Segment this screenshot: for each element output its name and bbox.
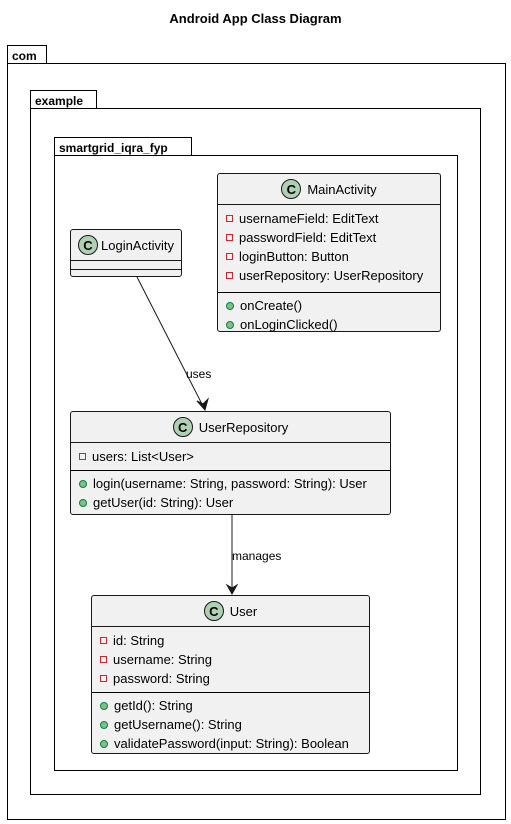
field: usernameField: EditText <box>218 209 440 228</box>
class-name: LoginActivity <box>101 237 174 253</box>
class-main-activity[interactable]: C MainActivity usernameField: EditText p… <box>217 173 441 332</box>
manages-arrowhead <box>225 583 239 596</box>
public-visibility-icon <box>226 320 234 329</box>
class-name: User <box>229 603 258 619</box>
method: login(username: String, password: String… <box>71 474 390 493</box>
private-visibility-icon <box>100 637 107 644</box>
field: users: List<User> <box>71 447 390 466</box>
class-user[interactable]: C User id: String username: String passw… <box>91 595 370 754</box>
uses-edge <box>136 276 206 411</box>
method: getUser(id: String): User <box>71 493 390 512</box>
field: loginButton: Button <box>218 247 440 266</box>
package-tab-com: com <box>7 45 47 64</box>
method: onCreate() <box>218 296 440 315</box>
field: userRepository: UserRepository <box>218 266 440 285</box>
method: getUsername(): String <box>92 715 369 734</box>
private-visibility-icon <box>226 272 233 279</box>
private-visibility-icon <box>100 656 107 663</box>
manages-label: manages <box>232 549 282 563</box>
class-login-activity[interactable]: C LoginActivity <box>70 229 182 277</box>
public-visibility-icon <box>79 498 87 507</box>
method: getId(): String <box>92 696 369 715</box>
class-name: UserRepository <box>198 419 289 435</box>
uses-arrowhead <box>196 397 209 412</box>
public-visibility-icon <box>100 701 108 710</box>
class-badge-icon: C <box>172 417 193 437</box>
public-visibility-icon <box>100 739 108 748</box>
private-visibility-icon <box>226 234 233 241</box>
package-tab-example: example <box>30 90 97 109</box>
private-visibility-icon <box>226 253 233 260</box>
package-label-smartgrid: smartgrid_iqra_fyp <box>59 141 168 155</box>
field: username: String <box>92 650 369 669</box>
method: onLoginClicked() <box>218 315 440 334</box>
class-badge-icon: C <box>203 601 224 621</box>
field: id: String <box>92 631 369 650</box>
package-label-example: example <box>35 94 84 108</box>
class-name: MainActivity <box>307 181 377 197</box>
diagram-title: Android App Class Diagram <box>169 11 342 26</box>
private-visibility-icon <box>79 453 86 460</box>
uses-label: uses <box>186 367 212 381</box>
package-label-com: com <box>12 49 37 63</box>
private-visibility-icon <box>100 675 107 682</box>
method: validatePassword(input: String): Boolean <box>92 734 369 753</box>
field: password: String <box>92 669 369 688</box>
class-badge-icon: C <box>281 179 302 199</box>
public-visibility-icon <box>100 720 108 729</box>
private-visibility-icon <box>226 215 233 222</box>
public-visibility-icon <box>79 479 87 488</box>
public-visibility-icon <box>226 301 234 310</box>
class-user-repository[interactable]: C UserRepository users: List<User> login… <box>70 411 391 515</box>
field: passwordField: EditText <box>218 228 440 247</box>
package-tab-smartgrid: smartgrid_iqra_fyp <box>54 137 192 156</box>
class-badge-icon: C <box>78 235 98 255</box>
